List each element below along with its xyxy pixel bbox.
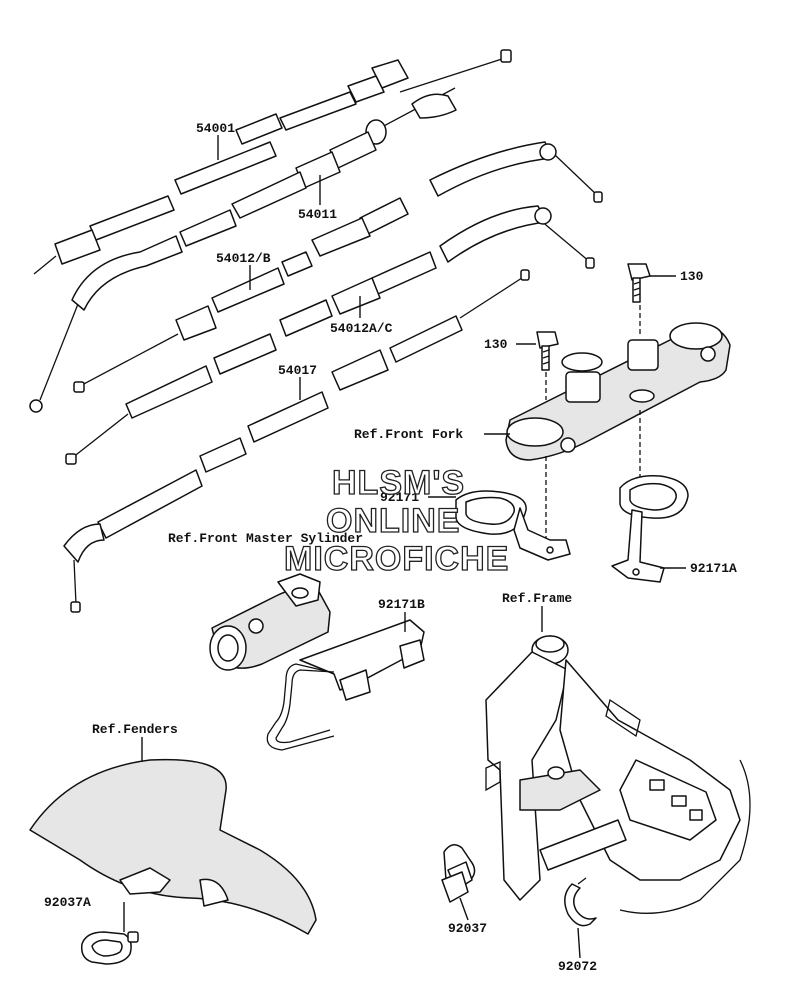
cable-54012ac[interactable] xyxy=(65,205,595,465)
label-92037[interactable]: 92037 xyxy=(448,921,487,936)
label-54017[interactable]: 54017 xyxy=(278,363,317,378)
label-92072[interactable]: 92072 xyxy=(558,959,597,974)
label-54001[interactable]: 54001 xyxy=(196,121,235,136)
bolt-130-left[interactable] xyxy=(536,331,559,371)
label-130-left[interactable]: 130 xyxy=(484,337,508,352)
label-92037a[interactable]: 92037A xyxy=(44,895,91,910)
label-92171b[interactable]: 92171B xyxy=(378,597,425,612)
band-92072[interactable] xyxy=(564,877,597,927)
leader-lines xyxy=(123,135,686,959)
top-bridge-assembly[interactable] xyxy=(505,322,731,461)
cable-54011[interactable] xyxy=(29,87,457,413)
watermark-line-1: HLSM'S xyxy=(332,464,465,502)
front-master-cylinder[interactable] xyxy=(209,573,331,671)
cable-54012b[interactable] xyxy=(73,141,603,393)
frame-assembly[interactable] xyxy=(485,635,751,914)
watermark-line-2: ONLINE xyxy=(326,502,460,540)
label-ref-front-master-cylinder[interactable]: Ref.Front Master Sylinder xyxy=(168,531,363,546)
label-54012b[interactable]: 54012/B xyxy=(216,251,271,266)
label-ref-front-fork[interactable]: Ref.Front Fork xyxy=(354,427,463,442)
cable-54001[interactable] xyxy=(33,49,512,275)
cable-clamp-92171[interactable] xyxy=(455,490,571,561)
label-54012ac[interactable]: 54012A/C xyxy=(330,321,393,336)
label-ref-frame[interactable]: Ref.Frame xyxy=(502,591,572,606)
hose-clamp-92171b[interactable] xyxy=(266,619,425,751)
front-fender[interactable] xyxy=(29,758,317,935)
label-92171[interactable]: 92171 xyxy=(380,490,419,505)
cable-54017[interactable] xyxy=(63,269,530,613)
cable-clamp-92171a[interactable] xyxy=(611,475,689,583)
bolt-130-right[interactable] xyxy=(627,263,651,303)
watermark: HLSM'S ONLINE MICROFICHE xyxy=(283,463,509,578)
watermark-line-3: MICROFICHE xyxy=(284,540,509,578)
label-92171a[interactable]: 92171A xyxy=(690,561,737,576)
part-labels: 54001 54011 54012/B 54012A/C 54017 130 1… xyxy=(44,121,737,974)
grommet-92037a[interactable] xyxy=(80,931,139,965)
label-54011[interactable]: 54011 xyxy=(298,207,337,222)
label-ref-fenders[interactable]: Ref.Fenders xyxy=(92,722,178,737)
clip-92037[interactable] xyxy=(441,844,476,903)
label-130-right[interactable]: 130 xyxy=(680,269,704,284)
